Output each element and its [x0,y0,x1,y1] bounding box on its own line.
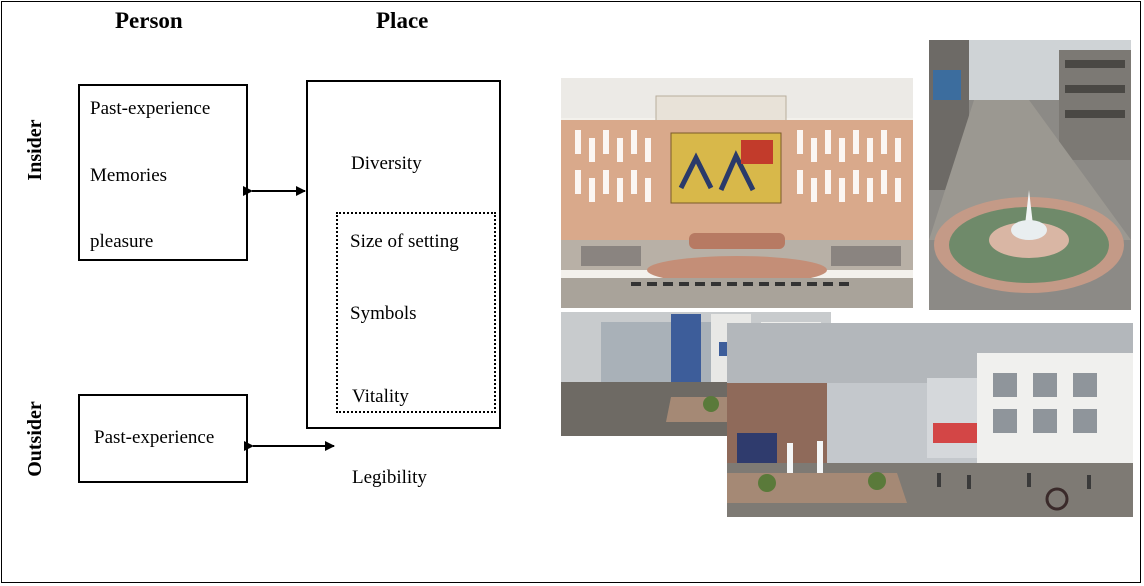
insider-item: pleasure [90,231,154,252]
street-roundabout-photo [727,323,1133,517]
setting-item: Symbols [350,303,417,324]
insider-item: Past-experience [90,98,211,119]
outsider-box [78,394,248,483]
insider-box [78,84,248,261]
insider-item: Memories [90,165,168,186]
setting-item: Size of setting [350,231,459,252]
place-item-diversity: Diversity [351,153,422,174]
place-box [306,80,501,429]
outsider-item: Past-experience [94,427,215,448]
person-header: Person [115,8,183,33]
place-header: Place [376,8,429,33]
place-item-legibility: Legibility [352,467,427,488]
setting-item: Vitality [352,386,409,407]
cinema-photo [561,78,913,308]
setting-dotted-box [336,212,496,413]
fountain-aerial-photo [929,40,1131,310]
